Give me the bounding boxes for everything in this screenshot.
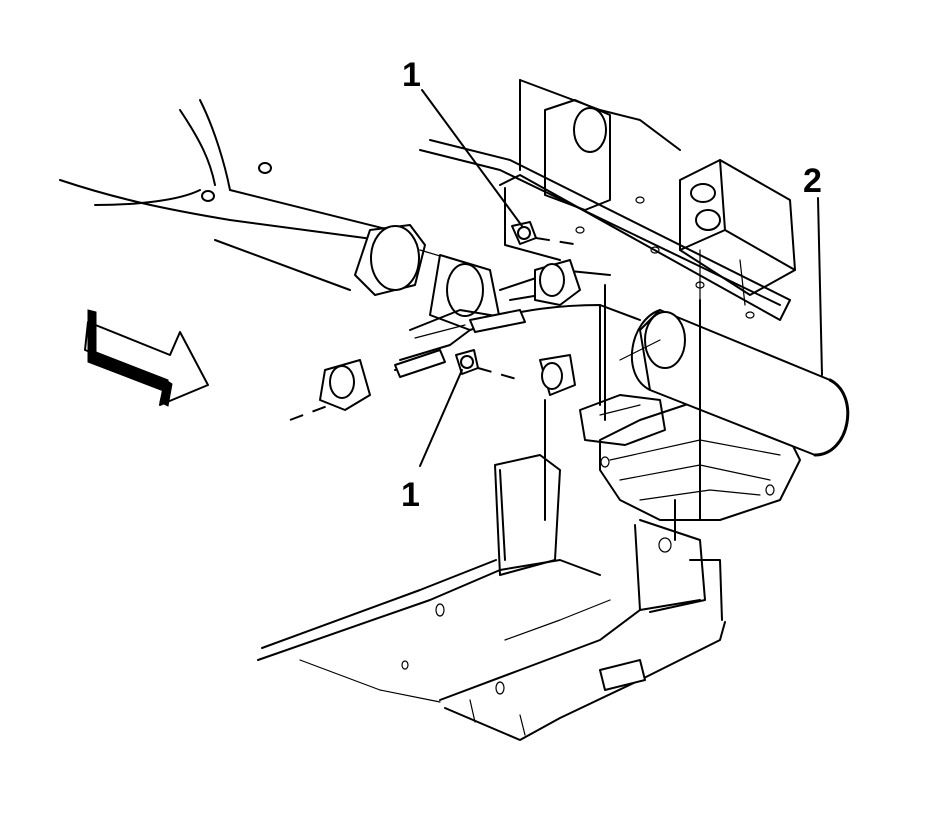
alignment-lines (289, 237, 701, 541)
forward-arrow-icon (84, 309, 209, 407)
callout-1-bottom: 1 (401, 476, 420, 514)
crossmember (419, 79, 796, 321)
muffler (619, 309, 850, 457)
callout-2: 2 (803, 162, 822, 200)
hanger-rods (319, 259, 581, 411)
transmission-case (579, 394, 801, 521)
floor-pan (257, 454, 726, 741)
callout-leaders (419, 89, 823, 467)
callout-1-top: 1 (402, 56, 421, 94)
hanger-bolts (455, 221, 537, 375)
